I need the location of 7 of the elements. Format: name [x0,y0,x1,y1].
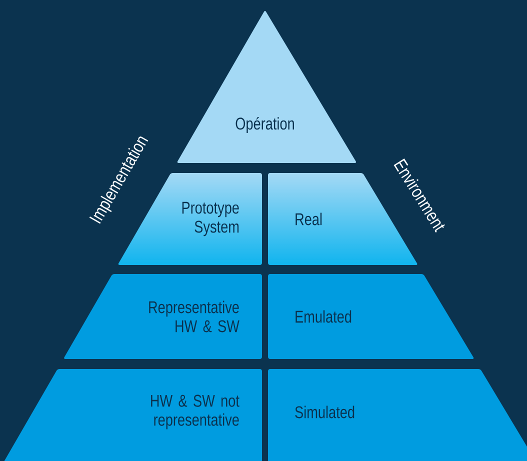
pyramid-section: Emulated [268,274,474,359]
pyramid-section: Simulated [268,369,527,461]
pyramid-section: Prototype System [182,202,239,236]
pyramid-section: Opération [177,11,356,163]
pyramid-section: Representative HW & SW [64,274,262,359]
pyramid-section: HW & SW not representative [0,369,262,461]
pyramid-section: Real [296,212,322,226]
